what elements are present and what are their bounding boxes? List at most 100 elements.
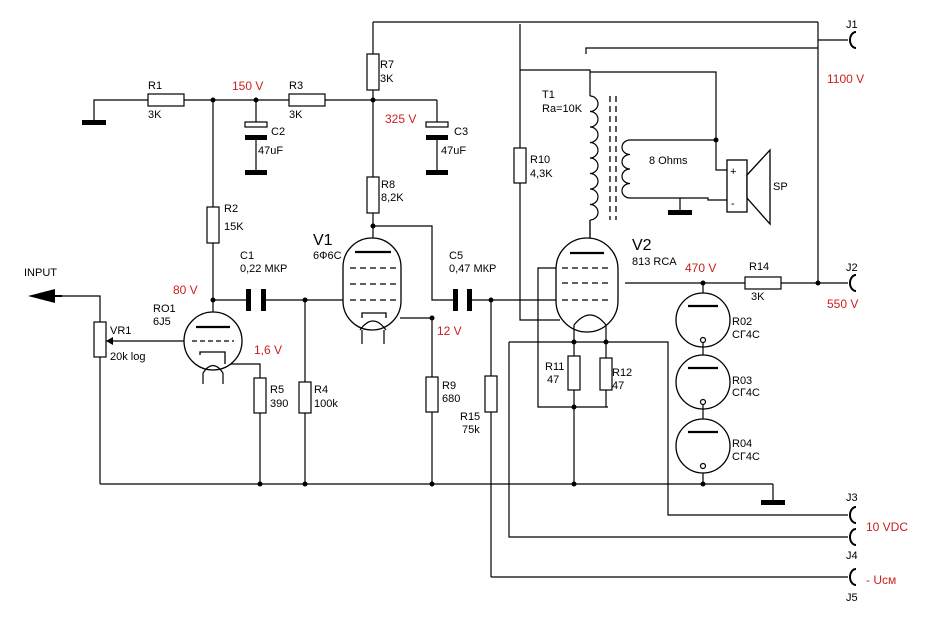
ro1-ref: RO1 xyxy=(153,303,176,315)
r3-value: 3K xyxy=(289,109,303,121)
r11-value: 47 xyxy=(547,374,559,386)
c2-ref: C2 xyxy=(271,126,285,138)
jack-j1-label: J1 xyxy=(846,19,858,31)
ro3-value: СГ4С xyxy=(732,387,760,399)
voltage-labels: 150 V 325 V 80 V 1,6 V 12 V 470 V 1100 V… xyxy=(173,72,908,587)
junction-dots xyxy=(210,97,821,487)
r2-value: 15K xyxy=(224,221,244,233)
r4-value: 100k xyxy=(314,398,338,410)
r10-value: 4,3K xyxy=(530,168,553,180)
voltage-150v: 150 V xyxy=(232,79,263,93)
jack-j3-label: J3 xyxy=(846,492,858,504)
resistor-r10 xyxy=(513,147,527,184)
voltage-1100v: 1100 V xyxy=(827,72,864,86)
vr1-value: 20k log xyxy=(110,351,145,363)
r11-ref: R11 xyxy=(545,361,564,373)
r12-value: 47 xyxy=(612,380,624,392)
resistors xyxy=(93,53,782,414)
wires xyxy=(60,21,848,578)
resistor-r15 xyxy=(484,375,498,413)
r14-value: 3K xyxy=(751,291,765,303)
c1-value: 0,22 МКР xyxy=(240,263,287,275)
jack-j4-label: J4 xyxy=(846,550,858,562)
r9-value: 680 xyxy=(442,393,460,405)
r7-value: 3K xyxy=(380,73,394,85)
resistor-r2 xyxy=(206,206,220,244)
resistor-r5 xyxy=(253,377,267,414)
resistor-r7 xyxy=(366,53,380,91)
v1-value: 6Ф6С xyxy=(313,250,342,262)
jack-j5-label: J5 xyxy=(846,592,858,604)
voltage-470v: 470 V xyxy=(685,261,716,275)
r15-value: 75k xyxy=(462,424,480,436)
capacitors xyxy=(244,121,472,311)
t1-ref: T1 xyxy=(542,89,555,101)
r14-ref: R14 xyxy=(749,261,769,273)
voltage-12v: 12 V xyxy=(437,324,462,338)
sp-impedance: 8 Ohms xyxy=(649,155,688,167)
sp-minus: - xyxy=(731,198,735,210)
c1-ref: C1 xyxy=(240,250,254,262)
c5-value: 0,47 МКР xyxy=(449,263,496,275)
vr1-ref: VR1 xyxy=(110,325,131,337)
r2-ref: R2 xyxy=(224,203,238,215)
ground-symbols xyxy=(82,120,785,505)
dashed-lines xyxy=(609,96,617,220)
regulator-tubes xyxy=(675,292,731,474)
tube-r02 xyxy=(675,292,731,348)
jack-j1 xyxy=(849,31,857,49)
r8-value: 8,2K xyxy=(381,192,404,204)
r4-ref: R4 xyxy=(314,384,328,396)
jacks xyxy=(849,31,857,586)
r8-ref: R8 xyxy=(381,179,395,191)
voltage-10vdc: 10 VDC xyxy=(866,520,908,534)
tube-v2 xyxy=(555,237,619,342)
tube-ro1 xyxy=(183,311,243,384)
jack-j2 xyxy=(849,274,857,292)
c3-value: 47uF xyxy=(441,145,466,157)
r15-ref: R15 xyxy=(460,411,480,423)
r1-ref: R1 xyxy=(148,80,162,92)
resistor-r3 xyxy=(288,93,326,107)
voltage-1-6v: 1,6 V xyxy=(254,343,282,357)
voltage-325v: 325 V xyxy=(385,112,416,126)
jack-j3 xyxy=(849,506,857,524)
resistor-r8 xyxy=(366,176,380,214)
ro4-value: СГ4С xyxy=(732,451,760,463)
ro2-ref: R02 xyxy=(732,316,752,328)
jack-j4 xyxy=(849,528,857,546)
speaker-icon xyxy=(726,148,771,226)
ro1-value: 6J5 xyxy=(153,316,171,328)
r3-ref: R3 xyxy=(289,80,303,92)
jack-j2-label: J2 xyxy=(846,262,858,274)
voltage-ucm: - Uсм xyxy=(866,573,896,587)
sp-plus: + xyxy=(730,166,736,178)
r9-ref: R9 xyxy=(442,380,456,392)
voltage-550v: 550 V xyxy=(827,297,858,311)
r10-ref: R10 xyxy=(530,154,550,166)
input-label: INPUT xyxy=(24,267,57,279)
jack-j5 xyxy=(849,568,857,586)
resistor-r14 xyxy=(744,276,782,290)
r7-ref: R7 xyxy=(380,59,394,71)
resistor-r12 xyxy=(599,357,613,391)
c3-ref: C3 xyxy=(454,126,468,138)
vr1-wiper-arrow xyxy=(106,337,113,345)
v2-value: 813 RCA xyxy=(632,256,677,268)
tube-v1 xyxy=(342,237,402,344)
v2-ref: V2 xyxy=(632,237,652,254)
v1-ref: V1 xyxy=(313,232,333,249)
r1-value: 3K xyxy=(148,109,162,121)
transformer-t1 xyxy=(589,95,631,221)
ro3-ref: R03 xyxy=(732,375,752,387)
jack-labels: J1 J2 J3 J4 J5 xyxy=(846,19,858,604)
c2-value: 47uF xyxy=(258,145,283,157)
component-labels: R1 3K R2 15K R3 3K R4 100k R5 390 R7 3K … xyxy=(24,59,788,463)
r5-value: 390 xyxy=(270,398,288,410)
resistor-r9 xyxy=(425,376,439,413)
input-arrow-icon xyxy=(28,289,55,303)
ro2-value: СГ4С xyxy=(732,329,760,341)
c5-ref: C5 xyxy=(449,250,463,262)
